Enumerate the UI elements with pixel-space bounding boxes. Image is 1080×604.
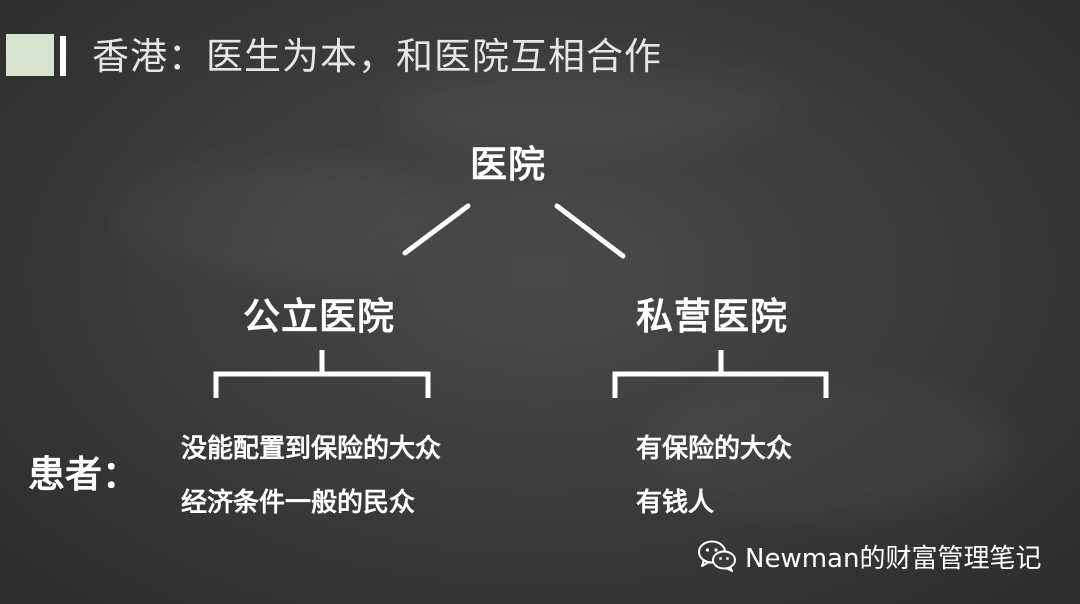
private-patient-item: 有保险的大众	[636, 434, 793, 464]
title-accent-bar	[60, 36, 66, 76]
wechat-icon	[698, 540, 736, 572]
bracket-public	[213, 350, 431, 398]
watermark-text: Newman的财富管理笔记	[745, 543, 1042, 574]
connector-root-right	[554, 203, 626, 259]
node-hospital: 医院	[470, 143, 546, 186]
public-patient-item: 经济条件一般的民众	[181, 488, 416, 518]
watermark: Newman的财富管理笔记	[697, 536, 1041, 576]
title-accent-block	[6, 34, 54, 76]
public-patient-item: 没能配置到保险的大众	[181, 434, 442, 464]
private-patient-item: 有钱人	[636, 488, 715, 518]
node-private-hospital: 私营医院	[636, 295, 788, 338]
connector-root-left	[402, 203, 471, 256]
slide-title: 香港：医生为本，和医院互相合作	[92, 35, 662, 78]
node-public-hospital: 公立医院	[243, 295, 395, 338]
patients-label: 患者：	[28, 453, 139, 496]
bracket-private	[612, 350, 829, 398]
